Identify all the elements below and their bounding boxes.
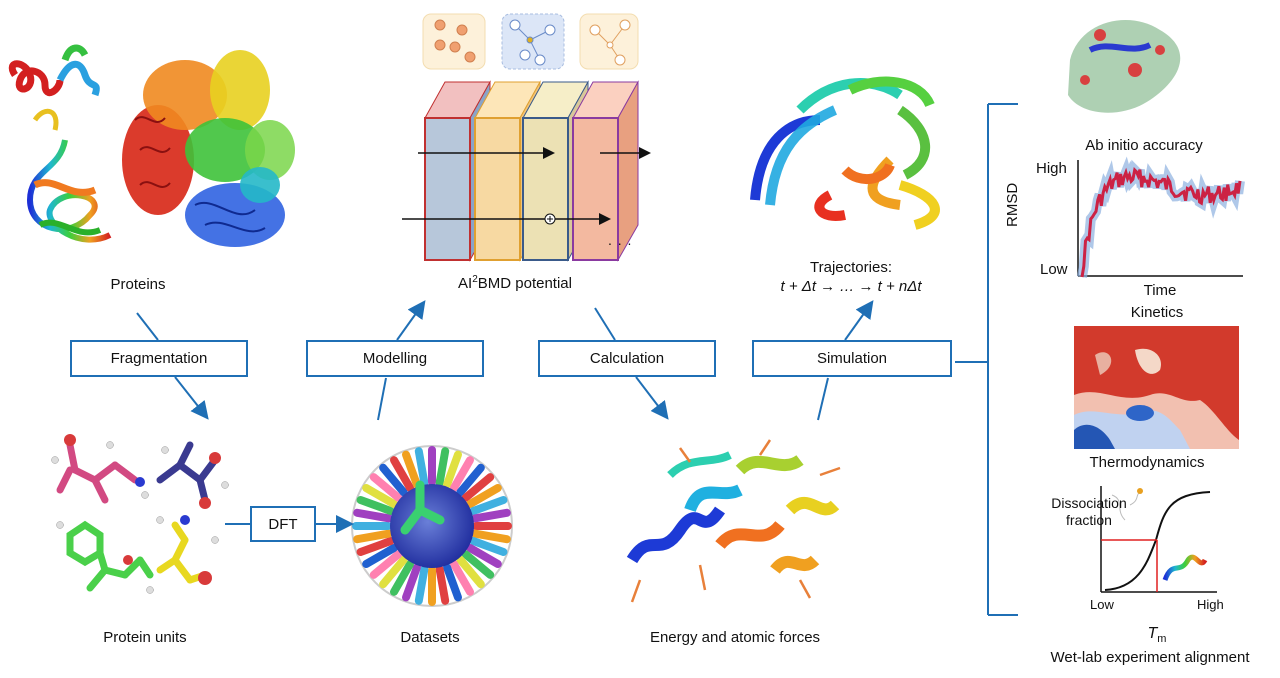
potential-prefix: AI <box>458 275 473 292</box>
dataset-spoke <box>469 537 508 556</box>
dataset-spoke <box>390 560 414 596</box>
dataset-spoke <box>443 563 462 602</box>
protein-units-illustration <box>51 434 229 594</box>
proteins-label: Proteins <box>110 276 166 293</box>
dataset-spoke <box>450 456 474 492</box>
simulation-step: Simulation <box>752 340 952 377</box>
dataset-spoke <box>353 529 393 544</box>
dataset-spoke <box>456 555 485 589</box>
protein-units-label: Protein units <box>103 629 187 646</box>
dataset-spoke <box>362 484 398 508</box>
dataset-spoke <box>471 529 511 544</box>
potential-label: AI2BMD potential <box>458 274 572 292</box>
dataset-spoke <box>471 508 511 523</box>
dataset-spoke <box>435 447 450 487</box>
trajectories-label-line1: Trajectories: <box>810 259 892 276</box>
dataset-spoke <box>461 550 495 579</box>
dataset-spoke <box>362 544 398 568</box>
dataset-spoke <box>414 447 429 487</box>
dataset-spoke <box>461 473 495 502</box>
dataset-spoke <box>390 456 414 492</box>
tm-high-label: High <box>1197 597 1224 612</box>
kinetics-label: Kinetics <box>1130 304 1184 321</box>
rmsd-axis-label: RMSD <box>1004 182 1021 227</box>
dissociation-chart <box>1100 486 1217 593</box>
dataset-spoke <box>353 508 393 523</box>
dataset-spoke <box>469 496 508 515</box>
dataset-spoke <box>414 565 429 605</box>
datasets-illustration <box>351 445 513 607</box>
flow-arrows <box>136 103 1018 616</box>
network-illustration <box>402 13 651 262</box>
energy-forces-illustration <box>626 439 841 603</box>
dataset-spoke <box>379 555 408 589</box>
dissociation-label-line1: Dissociation <box>1051 495 1127 511</box>
rmsd-time-label: Time <box>1143 282 1177 299</box>
dataset-spoke <box>356 496 395 515</box>
energy-forces-label: Energy and atomic forces <box>649 629 821 646</box>
dissociation-label-line2: fraction <box>1066 512 1112 528</box>
tm-symbol-label: Tm <box>1148 625 1167 645</box>
network-ellipsis: . . . <box>608 232 633 248</box>
tm-low-label: Low <box>1090 597 1114 612</box>
dataset-spoke <box>435 565 450 605</box>
dataset-spoke <box>443 450 462 489</box>
dataset-spoke <box>402 563 421 602</box>
tm-symbol: T <box>1147 625 1158 642</box>
datasets-label: Datasets <box>400 629 460 646</box>
potential-suffix: BMD potential <box>477 275 572 292</box>
fragmentation-step: Fragmentation <box>70 340 248 377</box>
dataset-spoke <box>369 473 403 502</box>
dft-step: DFT <box>250 506 316 542</box>
trajectory-illustration <box>750 76 940 230</box>
dataset-spoke <box>450 560 474 596</box>
tm-subscript: m <box>1157 633 1167 646</box>
dataset-spoke <box>356 537 395 556</box>
trajectories-label-line2: t + Δt → … → t + nΔt <box>780 278 922 295</box>
rmsd-low-label: Low <box>1040 261 1068 278</box>
dataset-spoke <box>466 544 502 568</box>
ab-initio-label: Ab initio accuracy <box>1085 137 1203 154</box>
heatmap <box>1074 326 1239 449</box>
modelling-step: Modelling <box>306 340 484 377</box>
rmsd-high-label: High <box>1036 160 1067 177</box>
potential-sup: 2 <box>472 274 478 285</box>
proteins-illustration <box>8 44 295 247</box>
rmsd-chart <box>1077 156 1245 278</box>
dataset-spoke <box>466 484 502 508</box>
thermodynamics-label: Thermodynamics <box>1089 454 1205 471</box>
dataset-spoke <box>369 550 403 579</box>
dataset-spoke <box>456 463 485 497</box>
wetlab-label: Wet-lab experiment alignment <box>1050 649 1250 666</box>
dataset-spoke <box>379 463 408 497</box>
calculation-step: Calculation <box>538 340 716 377</box>
dataset-spoke <box>402 450 421 489</box>
ab-initio-illustration <box>1068 20 1181 113</box>
